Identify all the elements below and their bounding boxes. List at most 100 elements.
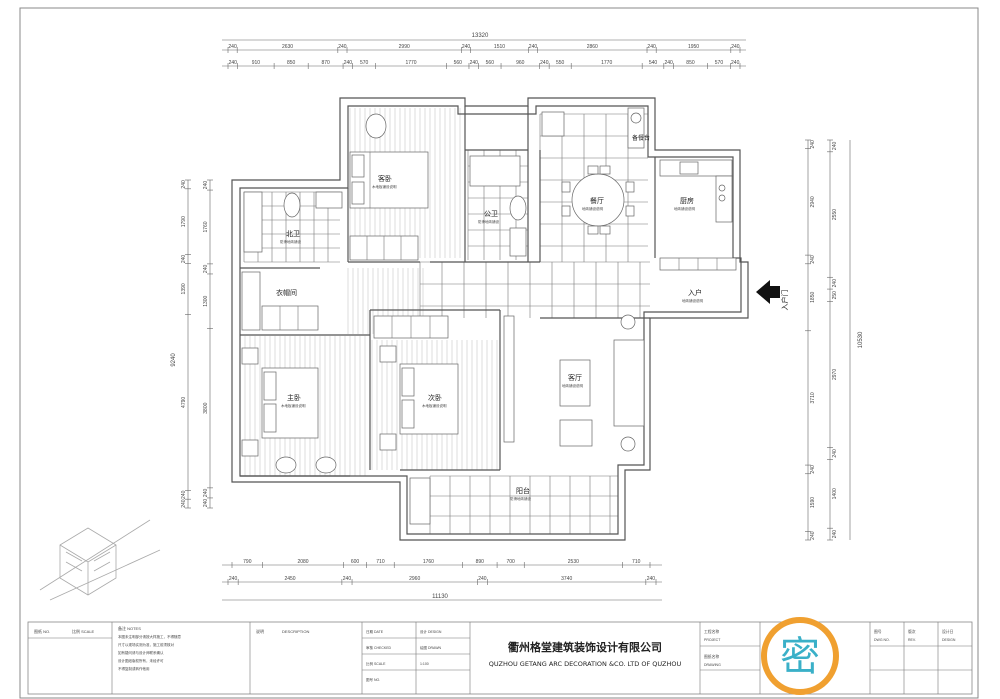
guest-bed bbox=[349, 151, 429, 209]
dim-value: 240 bbox=[647, 576, 656, 582]
room-balcony: 阳台 bbox=[516, 486, 530, 495]
dim-value: 2960 bbox=[409, 576, 420, 582]
dim-bottom-total: 11130 bbox=[432, 594, 448, 600]
kitchen-counter bbox=[659, 159, 733, 223]
dim-value: 2630 bbox=[282, 44, 293, 50]
dim-value: 3800 bbox=[203, 402, 209, 413]
dim-value: 240 bbox=[343, 576, 352, 582]
dim-value: 850 bbox=[686, 60, 695, 66]
balcony-washer bbox=[409, 477, 431, 525]
dim-value: 240 bbox=[203, 499, 209, 508]
dim-value: 3710 bbox=[810, 392, 816, 403]
dim-value: 870 bbox=[321, 60, 330, 66]
guest-bath-basin bbox=[509, 227, 527, 257]
tb-notes-line-1: 本图未注明部分请按大样施工，不得随意 bbox=[118, 634, 181, 639]
room-master-bedroom: 主卧 bbox=[287, 393, 301, 402]
dim-value: 240 bbox=[832, 142, 838, 151]
room-entry-note: 地砖铺设说明 bbox=[682, 298, 703, 303]
second-bed bbox=[379, 345, 459, 451]
dim-value: 960 bbox=[516, 60, 525, 66]
dim-value: 3740 bbox=[561, 576, 572, 582]
dim-value: 2080 bbox=[297, 559, 308, 565]
tb-notes-line-2: 尺寸以现场实测为准，施工前须核对 bbox=[118, 642, 174, 647]
dim-value: 1770 bbox=[601, 60, 612, 66]
tb-project-value: PROJECT bbox=[704, 638, 721, 642]
living-furniture bbox=[503, 314, 645, 452]
dim-value: 710 bbox=[632, 559, 641, 565]
tb-description-label: 说明 bbox=[256, 628, 264, 634]
dim-value: 570 bbox=[715, 60, 724, 66]
room-north-bath-note: 防滑地砖铺设 bbox=[280, 239, 301, 244]
dim-value: 790 bbox=[243, 559, 252, 565]
dim-value: 240 bbox=[810, 531, 816, 540]
dim-value: 710 bbox=[376, 559, 385, 565]
dim-value: 250 bbox=[832, 291, 838, 300]
tb-drawing-no-label: 图纸 NO. bbox=[34, 628, 50, 634]
tb-scale-value: 1:100 bbox=[420, 662, 429, 666]
tb-right-1: 图号 bbox=[874, 629, 882, 634]
dim-value: 240 bbox=[181, 490, 187, 499]
dim-right-outer: 10530 bbox=[858, 331, 864, 348]
dim-value: 4790 bbox=[181, 397, 187, 408]
tb-drawing-value: DRAWING bbox=[704, 663, 721, 667]
dim-value: 1760 bbox=[423, 559, 434, 565]
room-dining: 餐厅 bbox=[590, 196, 604, 205]
tb-drawing-label: 图纸名称 bbox=[704, 654, 719, 659]
tb-no-label: 图号 NO. bbox=[366, 677, 380, 682]
dim-value: 240 bbox=[462, 44, 471, 50]
dim-value: 850 bbox=[287, 60, 296, 66]
tb-design-label: 设计 DESIGN bbox=[420, 629, 442, 634]
dim-value: 1590 bbox=[810, 497, 816, 508]
cloakroom-wardrobes bbox=[241, 271, 319, 331]
dim-value: 240 bbox=[810, 140, 816, 149]
second-wardrobe bbox=[373, 315, 449, 339]
dim-value: 1390 bbox=[181, 283, 187, 294]
room-north-bath: 北卫 bbox=[286, 230, 300, 238]
room-guest-bedroom-note: 木地板铺设说明 bbox=[372, 184, 397, 189]
stamp-logo-char: 密 bbox=[780, 634, 820, 680]
bathtub bbox=[243, 191, 263, 253]
entry-arrow-icon bbox=[756, 280, 780, 304]
dim-value: 560 bbox=[486, 60, 495, 66]
tb-scale-label: 比例 SCALE bbox=[72, 628, 95, 634]
dim-value: 1300 bbox=[203, 295, 209, 306]
dim-value: 240 bbox=[832, 279, 838, 288]
dim-value: 240 bbox=[810, 465, 816, 474]
room-guest-bath-note: 防滑地砖铺设 bbox=[478, 219, 499, 224]
dim-value: 2970 bbox=[832, 369, 838, 380]
room-balcony-note: 防滑地砖铺设 bbox=[510, 496, 531, 501]
dim-value: 240 bbox=[470, 60, 479, 66]
dim-value: 910 bbox=[252, 60, 261, 66]
room-second-bedroom-note: 木地板铺设说明 bbox=[422, 403, 447, 408]
tb-right-2: 版次 bbox=[908, 629, 916, 634]
room-dining-note: 地砖铺设说明 bbox=[582, 206, 603, 211]
tb-date-label: 日期 DATE bbox=[366, 629, 384, 634]
guest-bath-toilet bbox=[509, 195, 527, 221]
dim-value: 2990 bbox=[399, 44, 410, 50]
dim-value: 550 bbox=[556, 60, 565, 66]
dim-value: 1760 bbox=[203, 221, 209, 232]
tb-notes-line-3: 如有疑问请与设计师联系确认 bbox=[118, 650, 164, 655]
dim-value: 240 bbox=[529, 44, 538, 50]
tb-drawn-label: 绘图 DRAWN bbox=[420, 645, 442, 650]
dim-value: 240 bbox=[731, 60, 740, 66]
dim-value: 240 bbox=[181, 499, 187, 508]
tb-notes-label: 备注 NOTES bbox=[118, 625, 141, 631]
dim-left-outer: 9240 bbox=[171, 353, 177, 367]
dining-table bbox=[561, 165, 635, 235]
dim-value: 240 bbox=[203, 489, 209, 498]
tb-project-label: 工程名称 bbox=[704, 629, 719, 634]
cube-logo bbox=[39, 519, 161, 601]
guest-wardrobe bbox=[349, 235, 419, 261]
dim-value: 2450 bbox=[284, 576, 295, 582]
tb-scale2-label: 比例 SCALE bbox=[366, 661, 386, 666]
dim-value: 2940 bbox=[810, 196, 816, 207]
dim-value: 240 bbox=[229, 576, 238, 582]
